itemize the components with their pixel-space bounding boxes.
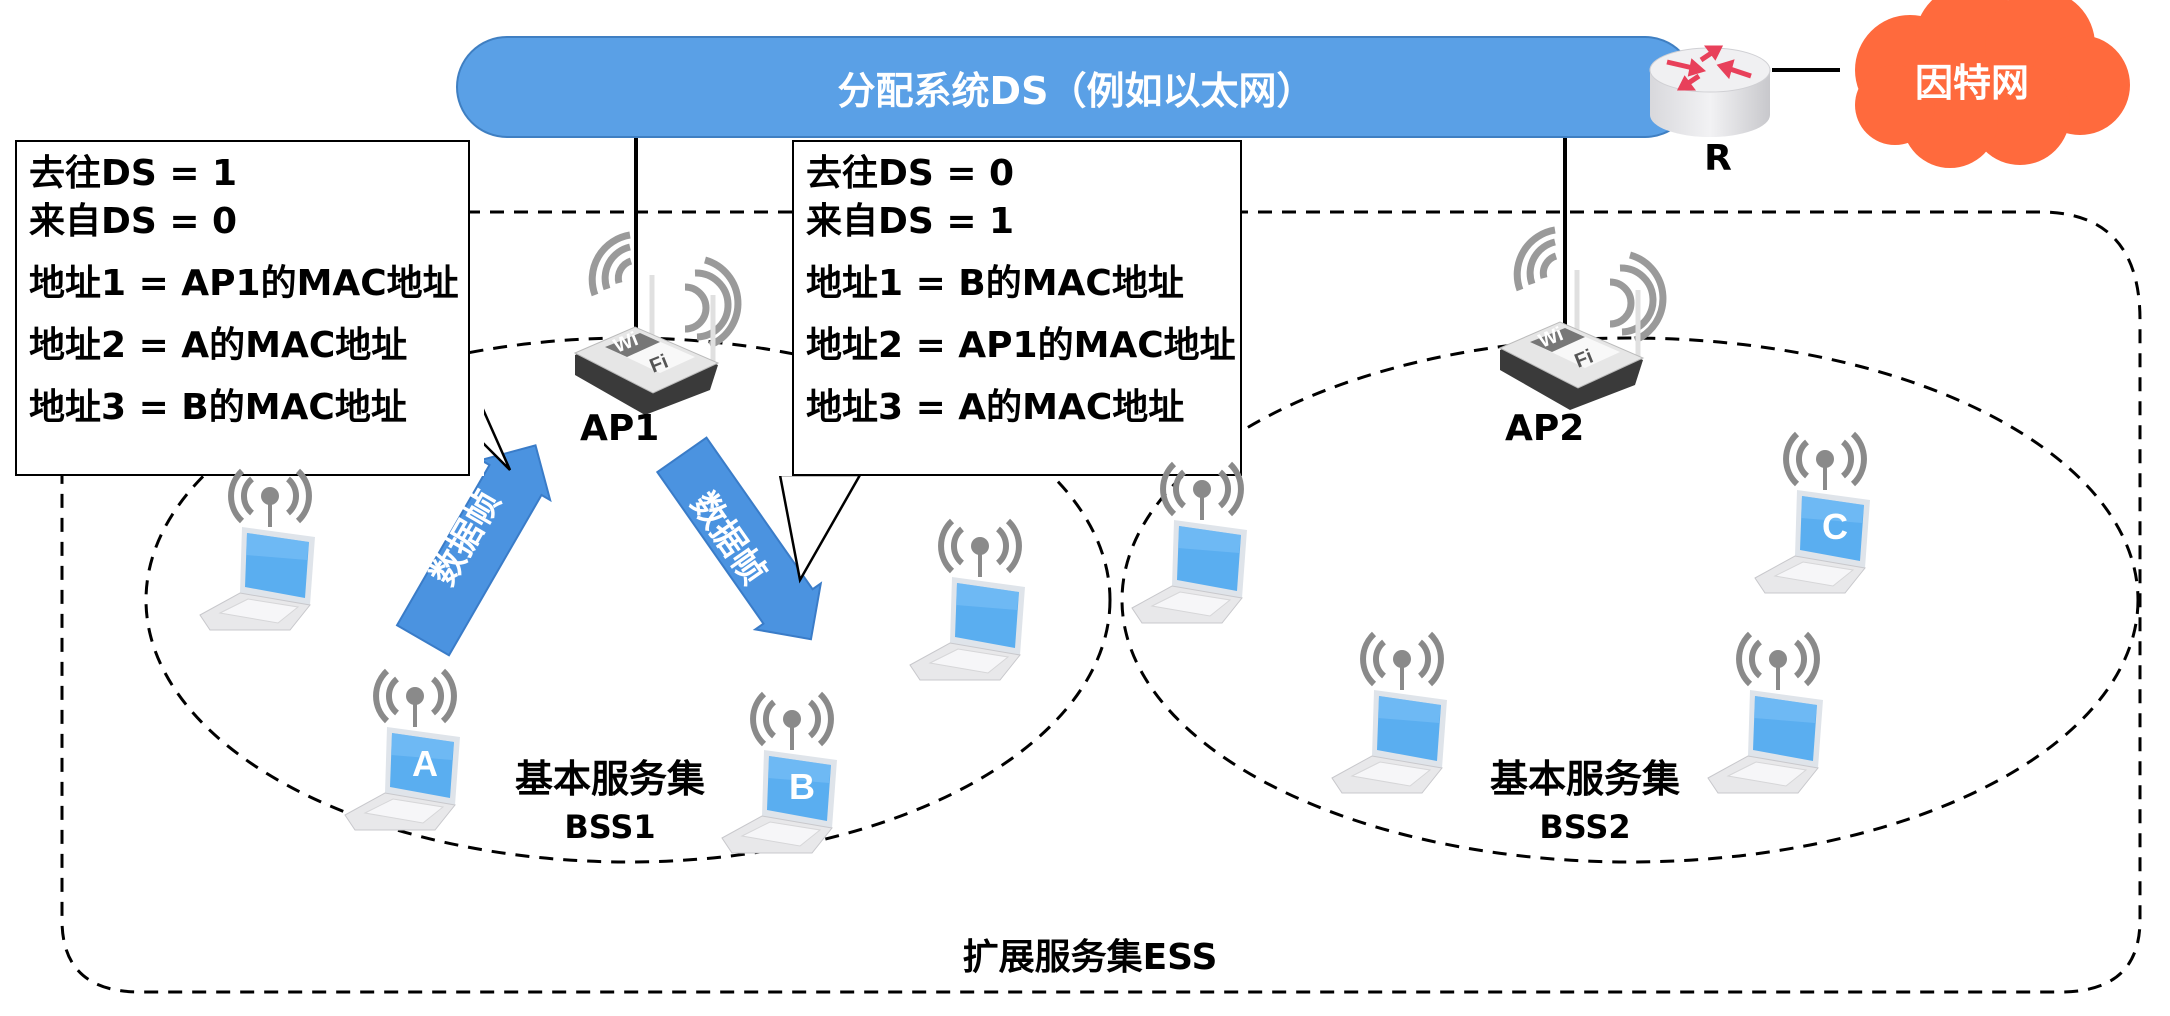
signal-icon: [1736, 631, 1820, 687]
callout-2-to-ds: 去往DS = 0: [806, 153, 1015, 194]
station-1-1: [190, 465, 330, 635]
station-2-2: [1745, 428, 1885, 598]
laptop-icon: [1707, 631, 1823, 794]
station-2-4: [1698, 628, 1838, 798]
ess-label: 扩展服务集ESS: [962, 937, 1218, 978]
station-label: C: [1822, 506, 1848, 547]
ap2-label: AP2: [1505, 408, 1585, 449]
laptop-icon: [721, 691, 837, 854]
signal-icon: [373, 668, 457, 724]
callout-1-address-1: 地址1 = AP1的MAC地址: [29, 263, 459, 304]
station-label: A: [412, 743, 438, 784]
distribution-system-bar: 分配系统DS（例如以太网）: [456, 36, 1696, 138]
signal-icon: [750, 691, 834, 747]
bss2-title: 基本服务集: [1489, 757, 1680, 801]
callout-2-address-2: 地址2 = AP1的MAC地址: [806, 325, 1236, 366]
laptop-icon: [199, 468, 315, 631]
callout-1-address-2: 地址2 = A的MAC地址: [29, 325, 408, 366]
wifi-router-icon: Wi Fi: [573, 231, 742, 415]
ap1-label: AP1: [580, 408, 660, 449]
arrow-down-icon: [655, 436, 823, 641]
distribution-system-label: 分配系统DS（例如以太网）: [837, 68, 1315, 113]
laptop-icon: [1131, 461, 1247, 624]
callout-2-from-ds: 来自DS = 1: [806, 201, 1015, 242]
bss2-boundary: [1120, 336, 2140, 864]
callout-ap1-to-b: 去往DS = 0 来自DS = 1 地址1 = B的MAC地址 地址2 = AP…: [792, 140, 1242, 476]
laptop-icon: [344, 668, 460, 831]
station-1-4: [900, 515, 1040, 685]
bss1-boundary: [144, 336, 1112, 864]
callout-2-address-1: 地址1 = B的MAC地址: [806, 263, 1184, 304]
bss1-title: 基本服务集: [514, 757, 705, 801]
station-1-2: [335, 665, 475, 835]
callout-1-from-ds: 来自DS = 0: [29, 201, 238, 242]
station-2-3: [1322, 628, 1462, 798]
router-label: R: [1704, 138, 1732, 179]
callout-2-address-3: 地址3 = A的MAC地址: [806, 387, 1185, 428]
signal-icon: [1160, 461, 1244, 517]
cloud-icon: [1855, 0, 2130, 168]
station-label: B: [789, 766, 815, 807]
laptop-icon: [909, 518, 1025, 681]
signal-icon: [1360, 631, 1444, 687]
callout-1-address-3: 地址3 = B的MAC地址: [29, 387, 407, 428]
wifi-router-icon: Wi Fi: [1498, 226, 1667, 410]
bss1-name: BSS1: [564, 808, 656, 846]
laptop-icon: [1754, 431, 1870, 594]
frame-arrow-ap1-to-b: [645, 425, 845, 665]
callout-1-to-ds: 去往DS = 1: [29, 153, 238, 194]
laptop-icon: [1331, 631, 1447, 794]
station-2-1: [1122, 458, 1262, 628]
signal-icon: [228, 468, 312, 524]
router-icon: [1649, 45, 1771, 137]
station-1-3: [712, 688, 852, 858]
internet-label: 因特网: [1915, 61, 2030, 105]
access-point-ap1: Wi Fi: [535, 215, 755, 415]
signal-icon: [938, 518, 1022, 574]
signal-icon: [1783, 431, 1867, 487]
access-point-ap2: Wi Fi: [1460, 210, 1680, 410]
callout-a-to-ap1: 去往DS = 1 来自DS = 0 地址1 = AP1的MAC地址 地址2 = …: [15, 140, 470, 476]
bss2-name: BSS2: [1539, 808, 1631, 846]
